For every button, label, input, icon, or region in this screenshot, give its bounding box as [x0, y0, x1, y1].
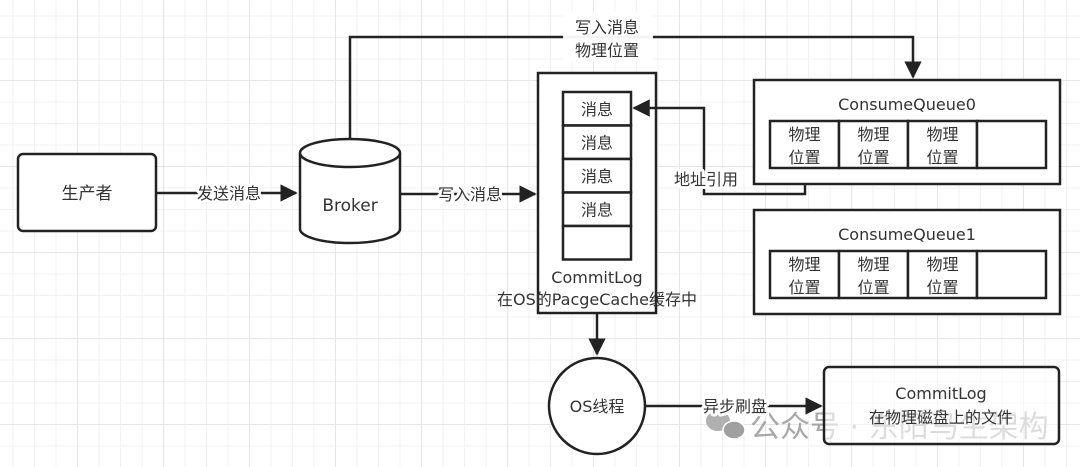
cell-line2: 位置 [857, 148, 889, 167]
commitlog-message-cell[interactable]: 消息 [561, 191, 633, 228]
edge-address-reference: 地址引用 [632, 99, 807, 196]
disk-commitlog-node[interactable]: CommitLog 在物理磁盘上的文件 [822, 365, 1061, 446]
consumequeue-position-cell[interactable] [975, 249, 1048, 300]
cell-line2: 位置 [926, 148, 958, 167]
edge-label-async-flush: 异步刷盘 [703, 397, 767, 416]
consumequeue-position-cell[interactable]: 物理位置 [837, 119, 910, 170]
cell-line2: 位置 [788, 148, 820, 167]
os-thread-node[interactable]: OS线程 [547, 356, 647, 456]
commitlog-cell-label: 消息 [581, 201, 613, 220]
commitlog-message-cell[interactable]: 消息 [561, 90, 633, 127]
commitlog-message-cell[interactable]: 消息 [561, 157, 633, 194]
cell-line1: 物理 [857, 125, 889, 144]
edge-label-write-line1: 写入消息 [575, 18, 639, 37]
edge-label-address: 地址引用 [674, 170, 738, 189]
commitlog-message-cell[interactable]: 消息 [561, 124, 633, 161]
edge-broker-commitlog: 写入消息 [400, 182, 537, 207]
edge-broker-consumequeue: 写入消息 物理位置 [348, 12, 922, 139]
wechat-icon [706, 411, 746, 440]
disk-commitlog-title: CommitLog [895, 384, 986, 403]
consumequeue-position-cell[interactable] [975, 119, 1048, 170]
consumequeue-position-cell[interactable]: 物理位置 [906, 119, 979, 170]
edge-label-write-line2: 物理位置 [575, 41, 639, 60]
cell-line1: 物理 [857, 255, 889, 274]
consumequeue-title: ConsumeQueue1 [838, 225, 976, 244]
cell-line2: 位置 [788, 278, 820, 297]
edge-label-write: 写入消息 [438, 185, 502, 204]
cell-line1: 物理 [788, 255, 820, 274]
edge-label-send: 发送消息 [197, 184, 261, 203]
commitlog-cell-label: 消息 [581, 134, 613, 153]
edge-producer-broker: 发送消息 [156, 181, 298, 206]
cell-line2: 位置 [926, 278, 958, 297]
edge-async-flush: 异步刷盘 [645, 394, 823, 419]
broker-label: Broker [322, 196, 377, 216]
consumequeue-title: ConsumeQueue0 [838, 95, 976, 114]
cell-line1: 物理 [788, 125, 820, 144]
cell-line1: 物理 [926, 255, 958, 274]
os-thread-label: OS线程 [570, 397, 625, 416]
commitlog-message-cell[interactable] [561, 224, 633, 261]
producer-node[interactable]: 生产者 [16, 152, 158, 233]
consumequeue-position-cell[interactable]: 物理位置 [768, 249, 841, 300]
cell-line1: 物理 [926, 125, 958, 144]
commitlog-subtitle: 在OS的PacgeCache缓存中 [497, 290, 697, 309]
commitlog-title: CommitLog [551, 268, 642, 287]
commitlog-cell-label: 消息 [581, 167, 613, 186]
consumequeue-position-cell[interactable]: 物理位置 [906, 249, 979, 300]
broker-node[interactable]: Broker [298, 137, 402, 245]
commitlog-cell-label: 消息 [581, 100, 613, 119]
cell-line2: 位置 [857, 278, 889, 297]
producer-label: 生产者 [62, 184, 113, 204]
consumequeue-position-cell[interactable]: 物理位置 [837, 249, 910, 300]
consumequeue-position-cell[interactable]: 物理位置 [768, 119, 841, 170]
disk-commitlog-subtitle: 在物理磁盘上的文件 [869, 408, 1013, 427]
